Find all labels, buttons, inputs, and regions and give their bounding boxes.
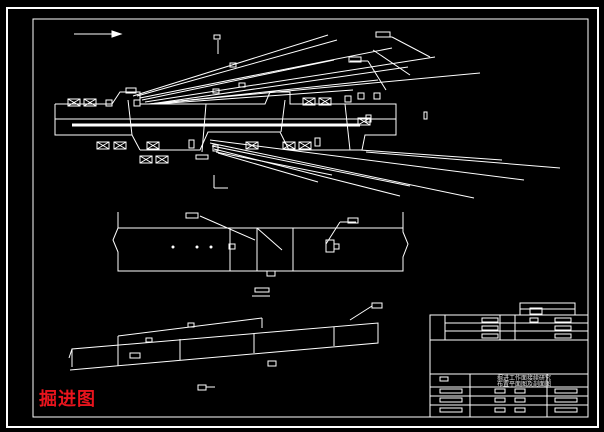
section-view-upper — [112, 212, 409, 297]
leader-lines-upper — [132, 31, 481, 105]
equipment-markers — [67, 87, 428, 164]
inner-frame — [32, 18, 589, 418]
drawing-title-line1: 掘进工作面接续研究 — [497, 374, 551, 382]
direction-arrow-icon — [74, 30, 123, 38]
watermark-label: 掘进图 — [39, 389, 96, 410]
leader-lines-lower — [209, 139, 561, 199]
outer-frame — [6, 7, 599, 428]
drawing-title-line2: 布置平面图及剖面图 — [497, 380, 551, 388]
title-block — [429, 302, 589, 418]
section-view-lower — [68, 302, 383, 391]
plan-view — [54, 31, 561, 199]
